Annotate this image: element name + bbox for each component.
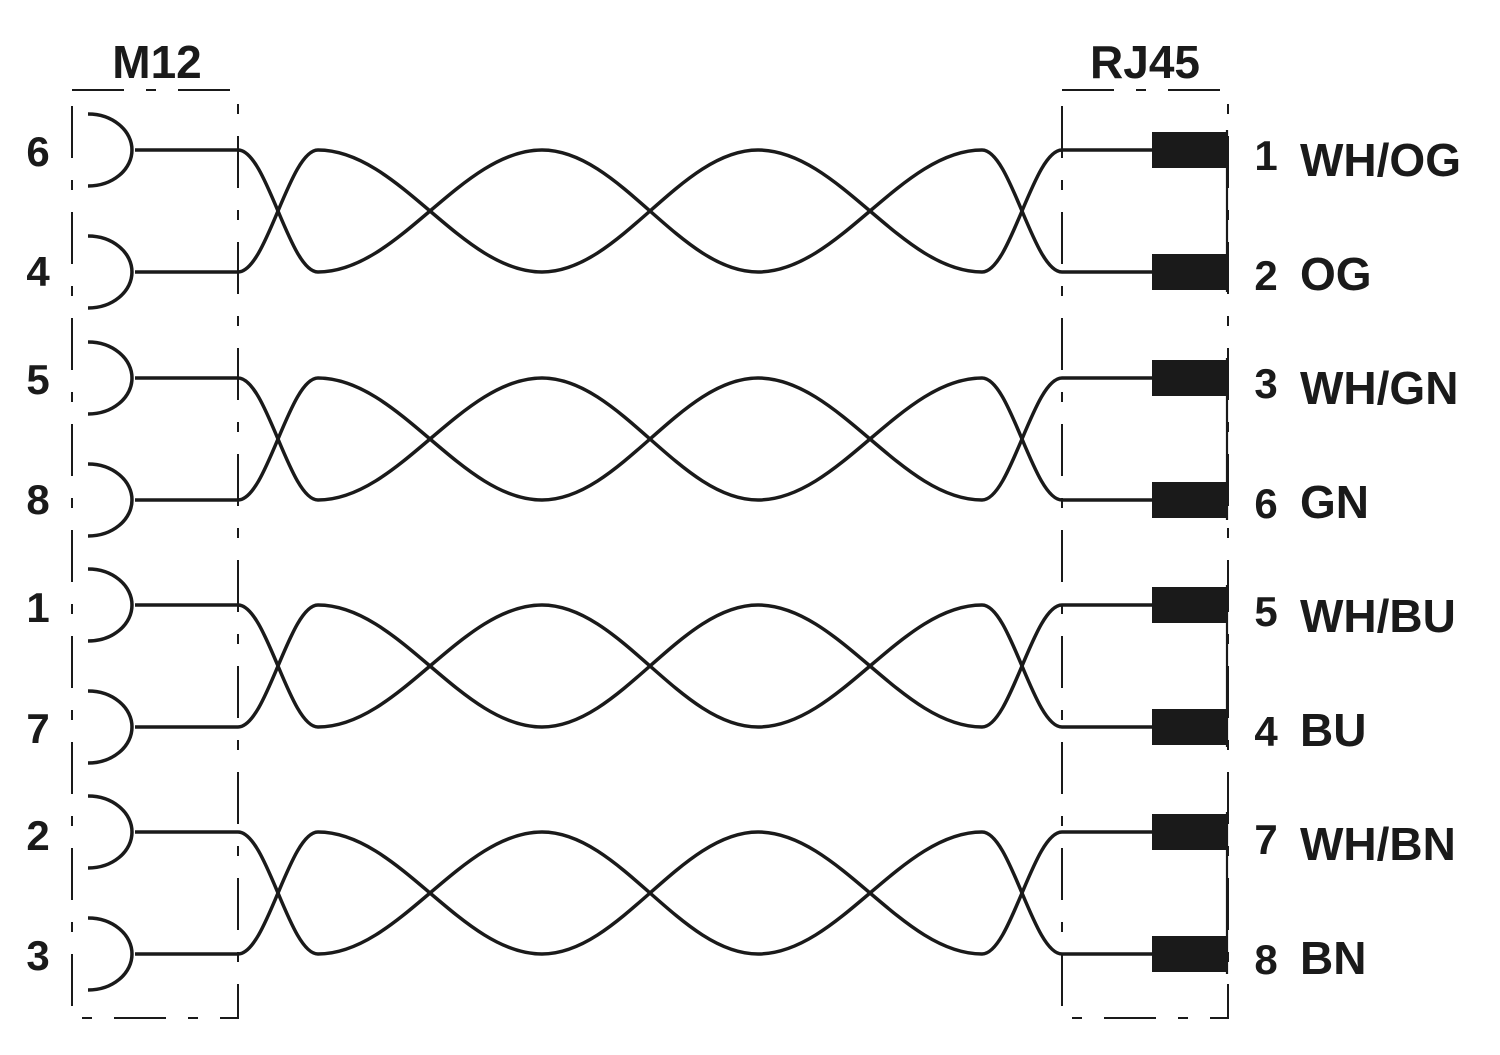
rj45-contact: [1152, 482, 1228, 518]
m12-pin-label: 4: [26, 248, 50, 295]
m12-sockets: [87, 112, 134, 992]
m12-socket: [87, 340, 134, 416]
rj45-contact: [1152, 132, 1228, 168]
wire-color-label: WH/BU: [1300, 590, 1456, 642]
rj45-pin-labels: 1 2 3 6 5 4 7 8: [1254, 132, 1278, 983]
m12-pin-label: 5: [26, 356, 49, 403]
rj45-contact: [1152, 587, 1228, 623]
m12-socket: [87, 112, 134, 188]
rj45-pin-label: 3: [1254, 360, 1277, 407]
rj45-contact: [1152, 360, 1228, 396]
rj45-pin-label: 6: [1254, 480, 1277, 527]
wire-color-label: WH/GN: [1300, 362, 1458, 414]
m12-socket: [87, 567, 134, 643]
m12-pin-label: 2: [26, 812, 49, 859]
rj45-connector-frame: [1061, 89, 1229, 1019]
rj45-contacts: [1152, 132, 1228, 972]
twisted-pairs: [135, 148, 1152, 956]
rj45-contact: [1152, 936, 1228, 972]
wire-color-labels: WH/OG OG WH/GN GN WH/BU BU WH/BN BN: [1300, 134, 1461, 984]
m12-pin-label: 1: [26, 584, 49, 631]
wire-color-label: OG: [1300, 248, 1372, 300]
m12-socket: [87, 794, 134, 870]
rj45-contact: [1152, 709, 1228, 745]
wire-color-label: BN: [1300, 932, 1366, 984]
wire-color-label: GN: [1300, 476, 1369, 528]
wire-color-label: WH/OG: [1300, 134, 1461, 186]
rj45-header: RJ45: [1090, 36, 1200, 88]
m12-socket: [87, 916, 134, 992]
rj45-pin-label: 8: [1254, 936, 1277, 983]
m12-socket: [87, 234, 134, 310]
twisted-wire: [135, 830, 1152, 956]
m12-header: M12: [112, 36, 201, 88]
m12-pin-label: 7: [26, 705, 49, 752]
rj45-contact: [1152, 814, 1228, 850]
wire-color-label: BU: [1300, 704, 1366, 756]
rj45-pin-label: 5: [1254, 588, 1277, 635]
rj45-contact: [1152, 254, 1228, 290]
rj45-pin-label: 2: [1254, 252, 1277, 299]
m12-socket: [87, 462, 134, 538]
m12-pin-label: 8: [26, 476, 49, 523]
twisted-wire: [135, 603, 1152, 729]
m12-connector-frame: [71, 89, 239, 1019]
twisted-wire: [135, 148, 1152, 274]
twisted-wire: [135, 376, 1152, 502]
rj45-pin-label: 4: [1254, 708, 1278, 755]
m12-pin-labels: 6 4 5 8 1 7 2 3: [26, 128, 50, 979]
twisted-wire: [135, 376, 1152, 502]
twisted-wire: [135, 148, 1152, 274]
m12-pin-label: 6: [26, 128, 49, 175]
rj45-pin-label: 7: [1254, 816, 1277, 863]
twisted-wire: [135, 830, 1152, 956]
m12-pin-label: 3: [26, 932, 49, 979]
m12-socket: [87, 689, 134, 765]
twisted-wire: [135, 603, 1152, 729]
wire-color-label: WH/BN: [1300, 818, 1456, 870]
rj45-pin-label: 1: [1254, 132, 1277, 179]
